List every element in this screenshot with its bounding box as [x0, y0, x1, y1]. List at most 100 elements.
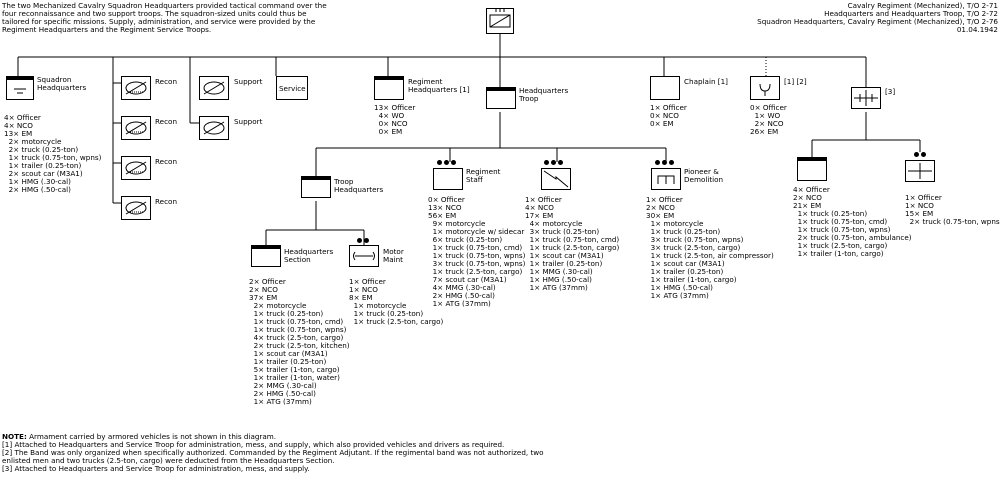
header-regiment: Cavalry Regiment (Mechanized), T/O 2-71 [847, 1, 998, 10]
alloc-line: 4× Officer [4, 113, 41, 122]
alloc-line: 1× truck (0.75-ton, wpns) [249, 325, 347, 334]
echelon-dot [551, 160, 556, 165]
pioneer-symbol [651, 168, 681, 190]
motor-maint-label: Motor Maint [383, 247, 404, 264]
recon-label-4: Recon [155, 197, 177, 206]
recon-troop-symbol-3 [121, 156, 151, 180]
alloc-line: 4× motorcycle [525, 219, 583, 228]
note-1: [1] Attached to Headquarters and Service… [2, 440, 505, 449]
pioneer-label: Pioneer & Demolition [684, 167, 724, 184]
medical-platoon-symbol [905, 160, 935, 182]
hq-troop-symbol [486, 87, 516, 109]
motor-maint-symbol [349, 245, 379, 267]
support-troop-symbol-1 [199, 76, 229, 100]
alloc-line: 1× ATG (37mm) [525, 283, 588, 292]
alloc-line: 2× truck (0.75-ton, wpns) [905, 217, 1000, 226]
wrench-icon [353, 251, 375, 261]
echelon-dot [914, 152, 919, 157]
header-squadron-hq: Squadron Headquarters, Cavalry Regiment … [757, 17, 998, 26]
alloc-line: 3× truck (0.75-ton, wpns) [428, 259, 526, 268]
echelon-dot [357, 238, 362, 243]
alloc-line: 1× trailer (1-ton, cargo) [793, 249, 884, 258]
alloc-line: 1× motorcycle [349, 301, 407, 310]
alloc-line: 7× scout car (M3A1) [428, 275, 507, 284]
hq-section-symbol [251, 245, 281, 267]
medical-cross-icon [854, 90, 878, 106]
alloc-line: 3× truck (0.25-ton) [525, 227, 600, 236]
medical-detachment-symbol [797, 157, 827, 181]
armored-support-icon [203, 121, 225, 135]
alloc-line: 1× motorcycle w/ sidecar [428, 227, 525, 236]
footnotes: NOTE: Armament carried by armored vehicl… [2, 433, 562, 473]
alloc-line: 1× truck (2.5-ton, cargo) [793, 241, 888, 250]
alloc-line: 2× scout car (M3A1) [4, 169, 83, 178]
regiment-hq-symbol [374, 76, 404, 100]
alloc-line: 1× Officer [650, 103, 687, 112]
recon-label-1: Recon [155, 77, 177, 86]
alloc-line: 37× EM [249, 293, 278, 302]
echelon-dot [655, 160, 660, 165]
recon-label-2: Recon [155, 117, 177, 126]
alloc-line: 1× trailer (0.25-ton) [4, 161, 82, 170]
echelon-dot [451, 160, 456, 165]
alloc-line: 1× scout car (M3A1) [646, 259, 725, 268]
alloc-line: 2× motorcycle [4, 137, 62, 146]
alloc-line: 2× NCO [249, 285, 278, 294]
regiment-hq-alloc: 13× Officer 4× WO 0× NCO 0× EM [374, 104, 415, 136]
alloc-line: 1× WO [750, 111, 781, 120]
lyre-icon [759, 83, 771, 96]
alloc-line: 1× trailer (0.25-ton) [525, 259, 603, 268]
alloc-line: 2× motorcycle [249, 301, 307, 310]
armored-recon-icon [125, 121, 147, 135]
alloc-line: 2× truck (2.5-ton, kitchen) [249, 341, 350, 350]
alloc-line: 1× NCO [905, 201, 934, 210]
alloc-line: 13× Officer [374, 103, 416, 112]
alloc-line: 4× NCO [525, 203, 554, 212]
alloc-line: 1× truck (0.75-ton, cmd) [249, 317, 344, 326]
recon-troop-symbol-1 [121, 76, 151, 100]
cavalry-regiment-icon [489, 9, 511, 28]
alloc-line: 30× EM [646, 211, 675, 220]
alloc-line: 9× motorcycle [428, 219, 486, 228]
recon-troop-symbol-2 [121, 116, 151, 140]
support-label-2: Support [234, 117, 263, 126]
note-2: [2] The Band was only organized when spe… [2, 448, 544, 465]
note-general: NOTE: Armament carried by armored vehicl… [2, 432, 277, 441]
alloc-line: 2× HMG (.50-cal) [4, 185, 71, 194]
alloc-line: 2× Officer [249, 277, 286, 286]
armored-recon-icon [125, 161, 147, 175]
alloc-line: 13× NCO [428, 203, 462, 212]
alloc-line: 1× Officer [646, 195, 683, 204]
alloc-line: 1× trailer (0.25-ton) [646, 267, 724, 276]
alloc-line: 1× motorcycle [646, 219, 704, 228]
support-label-1: Support [234, 77, 263, 86]
alloc-line: 1× Officer [525, 195, 562, 204]
alloc-line: 1× MMG (.30-cal) [525, 267, 593, 276]
alloc-line: 1× truck (0.25-ton) [646, 227, 721, 236]
alloc-line: 2× HMG (.50-cal) [249, 389, 316, 398]
regiment-hq-label: Regiment Headquarters [1] [408, 77, 470, 94]
echelon-dot [662, 160, 667, 165]
alloc-line: 21× EM [793, 201, 822, 210]
hq-section-label: Headquarters Section [284, 247, 334, 264]
hq-troop-label: Headquarters Troop [519, 86, 569, 103]
echelon-dot [544, 160, 549, 165]
squadron-hq-label: Squadron Headquarters [37, 75, 87, 92]
alloc-line: 1× truck (0.75-ton, cmd) [793, 217, 888, 226]
alloc-line: 15× EM [905, 209, 934, 218]
alloc-line: 1× truck (0.75-ton, wpns) [4, 153, 102, 162]
alloc-line: 2× MMG (.30-cal) [249, 381, 317, 390]
alloc-line: 4× NCO [4, 121, 33, 130]
alloc-line: 1× HMG (.50-cal) [646, 283, 713, 292]
alloc-line: 1× trailer (0.25-ton) [249, 357, 327, 366]
alloc-line: 1× NCO [349, 285, 378, 294]
alloc-line: 1× truck (2.5-ton, cargo) [349, 317, 444, 326]
alloc-line: 0× Officer [750, 103, 787, 112]
echelon-dot [921, 152, 926, 157]
